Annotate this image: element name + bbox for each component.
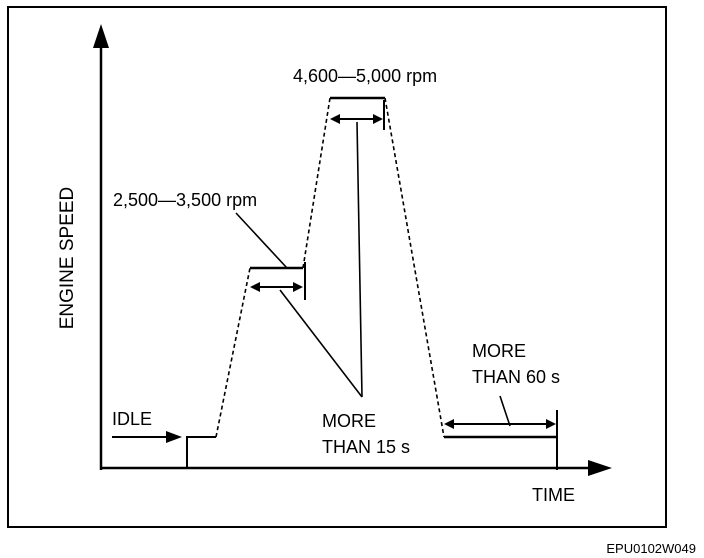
step2-rpm-label: 4,600—5,000 rpm (293, 66, 438, 86)
leader-lines (235, 121, 511, 427)
y-axis (93, 24, 109, 470)
x-axis-label: TIME (532, 485, 575, 505)
diagram-frame (7, 6, 667, 528)
speed-profile (186, 96, 557, 468)
interval-step2 (330, 100, 385, 130)
idle-label: IDLE (112, 409, 153, 429)
y-axis-label: ENGINE SPEED (57, 186, 78, 330)
hold-time-label-line1: MORE (322, 411, 376, 431)
step1-rpm-label: 2,500—3,500 rpm (113, 190, 258, 210)
final-time-label-line1: MORE (472, 341, 526, 361)
hold-time-label-line2: THAN 15 s (322, 437, 411, 457)
interval-step1 (250, 262, 306, 300)
final-time-label-line2: THAN 60 s (472, 367, 561, 387)
x-axis (100, 460, 612, 476)
idle-arrow (112, 431, 182, 443)
figure-code: EPU0102W049 (606, 541, 696, 556)
interval-final (444, 410, 558, 470)
